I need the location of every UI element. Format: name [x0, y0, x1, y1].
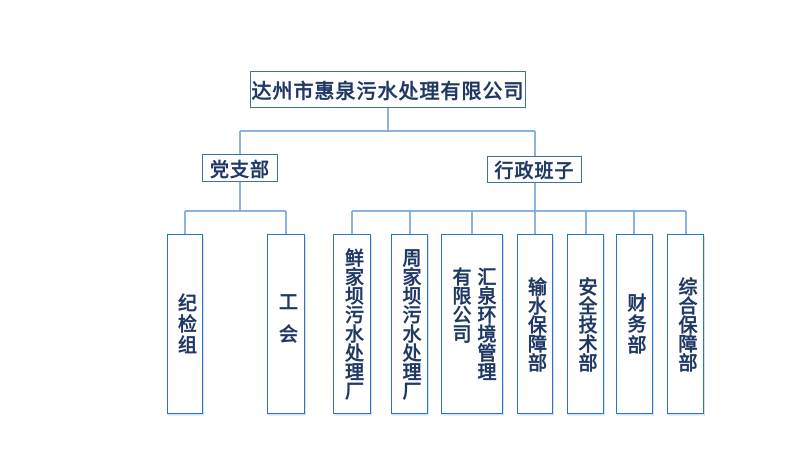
dept-box-safety-tech: 安全技术部 — [567, 234, 604, 414]
xianjiaba-plant-label: 鲜家坝污水处理厂 — [341, 248, 363, 400]
connector-party-to-children — [184, 181, 287, 235]
company-name-label: 达州市惠泉污水处理有限公司 — [251, 81, 525, 103]
dept-box-zhoujiaba-plant: 周家坝污水处理厂 — [391, 234, 428, 414]
huiquan-label-line1: 汇泉环境管理 — [474, 267, 496, 381]
admin-team-label: 行政班子 — [494, 161, 575, 182]
dept-box-huiquan-env-company: 汇泉环境管理 有限公司 — [441, 234, 503, 414]
general-support-label: 综合保障部 — [675, 276, 697, 372]
dept-box-discipline-inspection: 纪检组 — [167, 234, 203, 414]
labor-union-label: 工会 — [275, 292, 297, 356]
zhoujiaba-plant-label: 周家坝污水处理厂 — [399, 248, 421, 400]
dept-box-water-supply: 输水保障部 — [517, 234, 553, 414]
dept-box-xianjiaba-plant: 鲜家坝污水处理厂 — [333, 234, 371, 414]
branch-box-admin: 行政班子 — [487, 156, 582, 183]
huiquan-label-line2: 有限公司 — [449, 267, 471, 343]
branch-box-party: 党支部 — [202, 154, 278, 182]
dept-box-general-support: 综合保障部 — [667, 234, 704, 414]
finance-label: 财务部 — [624, 292, 646, 356]
water-supply-label: 输水保障部 — [524, 276, 546, 372]
party-branch-label: 党支部 — [209, 159, 270, 181]
company-root-box: 达州市惠泉污水处理有限公司 — [250, 71, 526, 108]
connector-root-to-branches — [239, 107, 536, 157]
dept-box-labor-union: 工会 — [267, 234, 305, 414]
connector-admin-to-children — [351, 182, 687, 235]
huiquan-label-columns: 汇泉环境管理 有限公司 — [449, 267, 496, 381]
safety-tech-label: 安全技术部 — [575, 276, 597, 372]
discipline-inspection-label: 纪检组 — [174, 292, 196, 356]
dept-box-finance: 财务部 — [616, 234, 653, 414]
